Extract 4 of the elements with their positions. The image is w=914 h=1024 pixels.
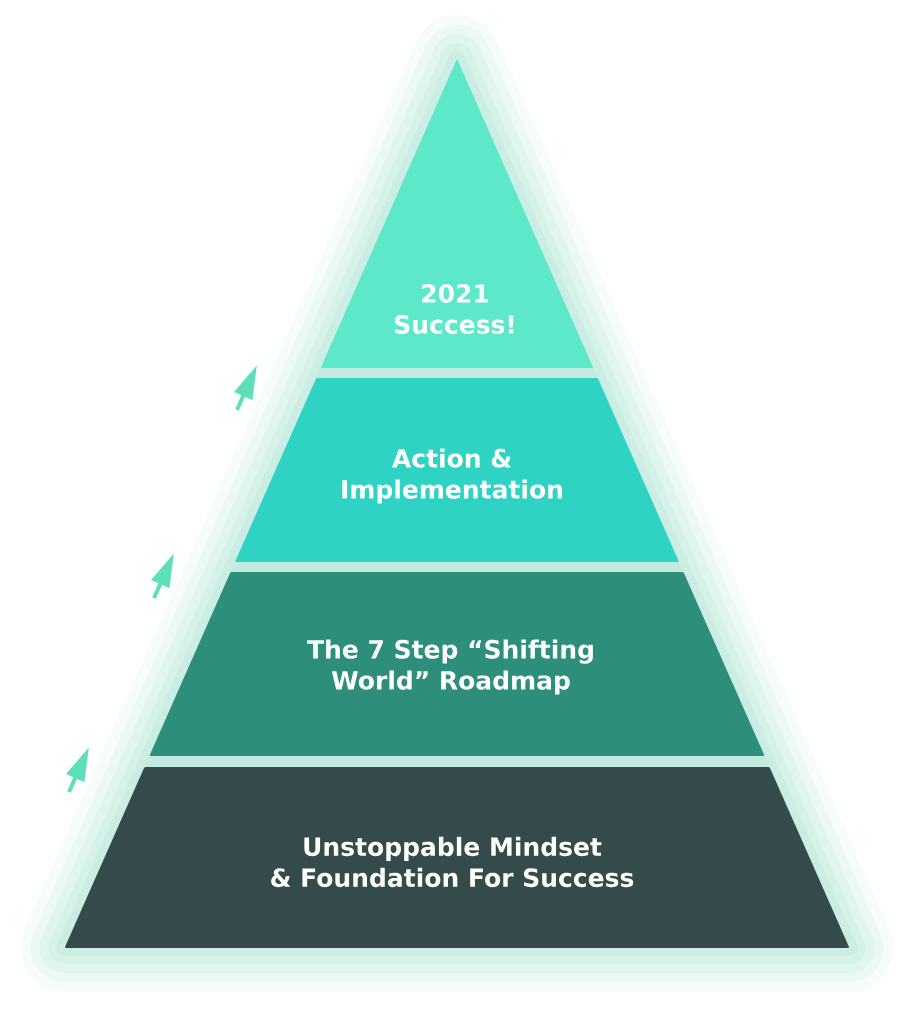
pyramid-layer: The 7 Step “Shifting World” Roadmap: [149, 572, 765, 756]
pyramid-layer: Unstoppable Mindset & Foundation For Success: [65, 767, 849, 948]
pyramid-layer: Action & Implementation: [235, 378, 679, 562]
pyramid-layer: 2021 Success!: [321, 59, 593, 368]
